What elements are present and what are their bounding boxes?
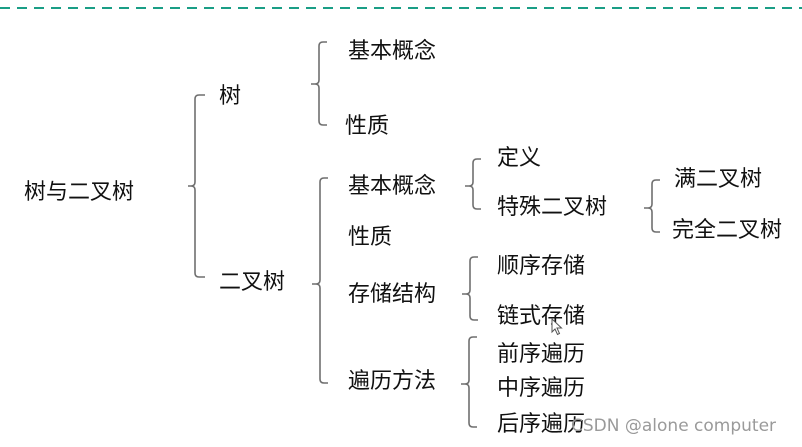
sequential-storage-node: 顺序存储 [497,254,586,279]
traversal-node: 遍历方法 [348,369,437,394]
root-node: 树与二叉树 [24,180,135,205]
storage-bracket [462,256,478,321]
binary-tree-node: 二叉树 [219,270,286,295]
full-binary-tree-node: 满二叉树 [674,167,763,192]
special-binary-tree-node: 特殊二叉树 [497,195,608,220]
traversal-bracket [461,336,477,428]
concept-bracket [465,158,481,210]
inorder-node: 中序遍历 [497,376,586,401]
special-bracket [644,179,660,233]
root-bracket [188,94,205,278]
binary-property-node: 性质 [348,225,393,250]
watermark: CSDN @alone computer [571,416,777,436]
tree-property-node: 性质 [345,114,390,139]
tree-bracket [311,41,327,126]
storage-node: 存储结构 [348,282,437,307]
definition-node: 定义 [497,146,542,171]
preorder-node: 前序遍历 [497,342,586,367]
tree-concept-node: 基本概念 [348,39,437,64]
bracket-group [188,41,660,428]
complete-binary-tree-node: 完全二叉树 [672,218,783,243]
postorder-node: 后序遍历 [497,412,586,437]
binary-concept-node: 基本概念 [348,174,437,199]
tree-node: 树 [219,84,242,109]
linked-storage-node: 链式存储 [497,304,586,329]
mouse-cursor-icon [551,318,563,336]
binary-tree-bracket [312,177,328,384]
